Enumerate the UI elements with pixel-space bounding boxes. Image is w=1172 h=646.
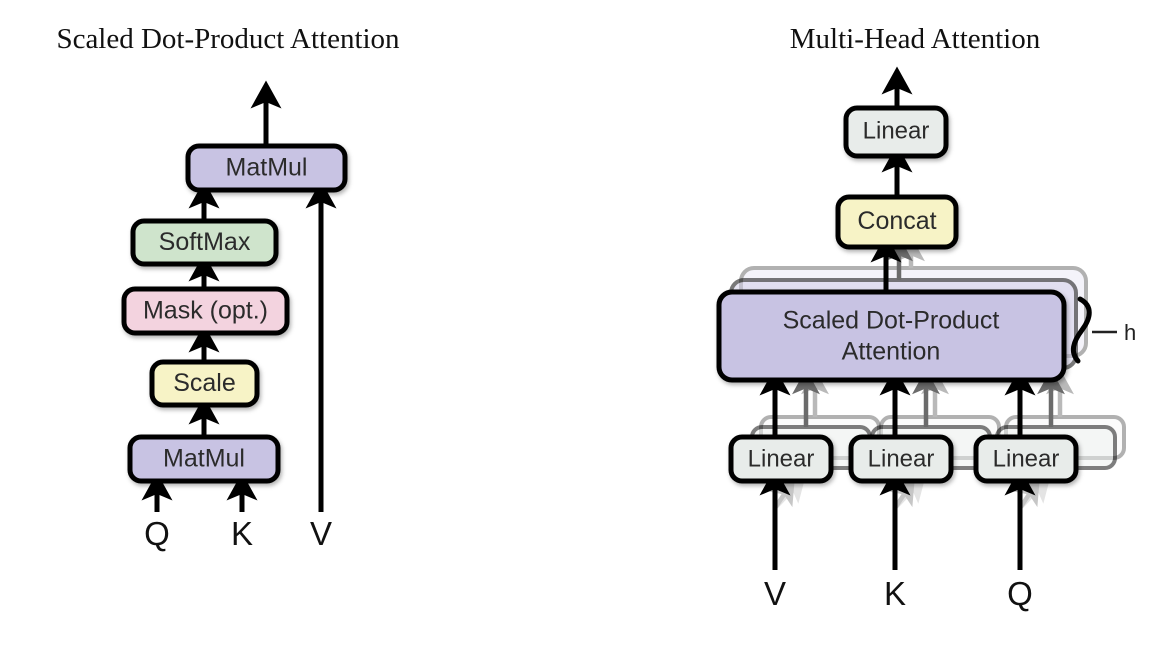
box-linear-v[interactable]: Linear (728, 434, 834, 484)
box-scale-label: Scale (173, 369, 236, 397)
box-matmul-bottom-label: MatMul (163, 445, 245, 473)
input-label-v: V (310, 515, 332, 552)
input-label-q: Q (144, 515, 170, 552)
box-linear-out-label: Linear (863, 117, 930, 144)
linear-to-sdpa-ghost-arrows (792, 369, 1074, 427)
input-label-k-right: K (884, 575, 906, 612)
input-label-k: K (231, 515, 253, 552)
box-linear-v-label: Linear (748, 445, 815, 472)
box-concat-label: Concat (857, 207, 936, 235)
head-count-label: h (1124, 320, 1136, 345)
page-title-right: Multi-Head Attention (790, 23, 1041, 55)
box-scaled-dot-product-attention[interactable]: Scaled Dot-Product Attention (716, 289, 1067, 383)
box-linear-k[interactable]: Linear (848, 434, 954, 484)
box-scale[interactable]: Scale (149, 359, 260, 408)
scaled-dot-product-attention-panel: MatMul SoftMax Mask (opt.) Scale MatMul … (121, 80, 348, 552)
box-sdpa-label-line1: Scaled Dot-Product (783, 307, 1000, 335)
multi-head-attention-panel: Linear Linear Linear Scaled Dot-Product … (716, 66, 1136, 612)
head-count-brace (1070, 296, 1117, 364)
page-title-left: Scaled Dot-Product Attention (56, 23, 400, 55)
box-mask-label: Mask (opt.) (143, 297, 268, 325)
box-linear-q-label: Linear (993, 445, 1060, 472)
box-linear-out[interactable]: Linear (843, 105, 949, 159)
box-matmul-bottom[interactable]: MatMul (127, 434, 281, 484)
box-softmax[interactable]: SoftMax (130, 218, 279, 267)
box-softmax-label: SoftMax (159, 228, 251, 256)
input-label-v-right: V (764, 575, 786, 612)
box-matmul-top[interactable]: MatMul (185, 143, 348, 193)
box-linear-k-label: Linear (868, 445, 935, 472)
box-linear-q[interactable]: Linear (973, 434, 1079, 484)
box-sdpa-label-line2: Attention (842, 338, 941, 366)
input-stack-ghosts (769, 475, 1051, 510)
input-label-q-right: Q (1007, 575, 1033, 612)
box-matmul-top-label: MatMul (226, 154, 308, 182)
box-concat[interactable]: Concat (835, 194, 959, 250)
box-mask[interactable]: Mask (opt.) (121, 286, 290, 336)
